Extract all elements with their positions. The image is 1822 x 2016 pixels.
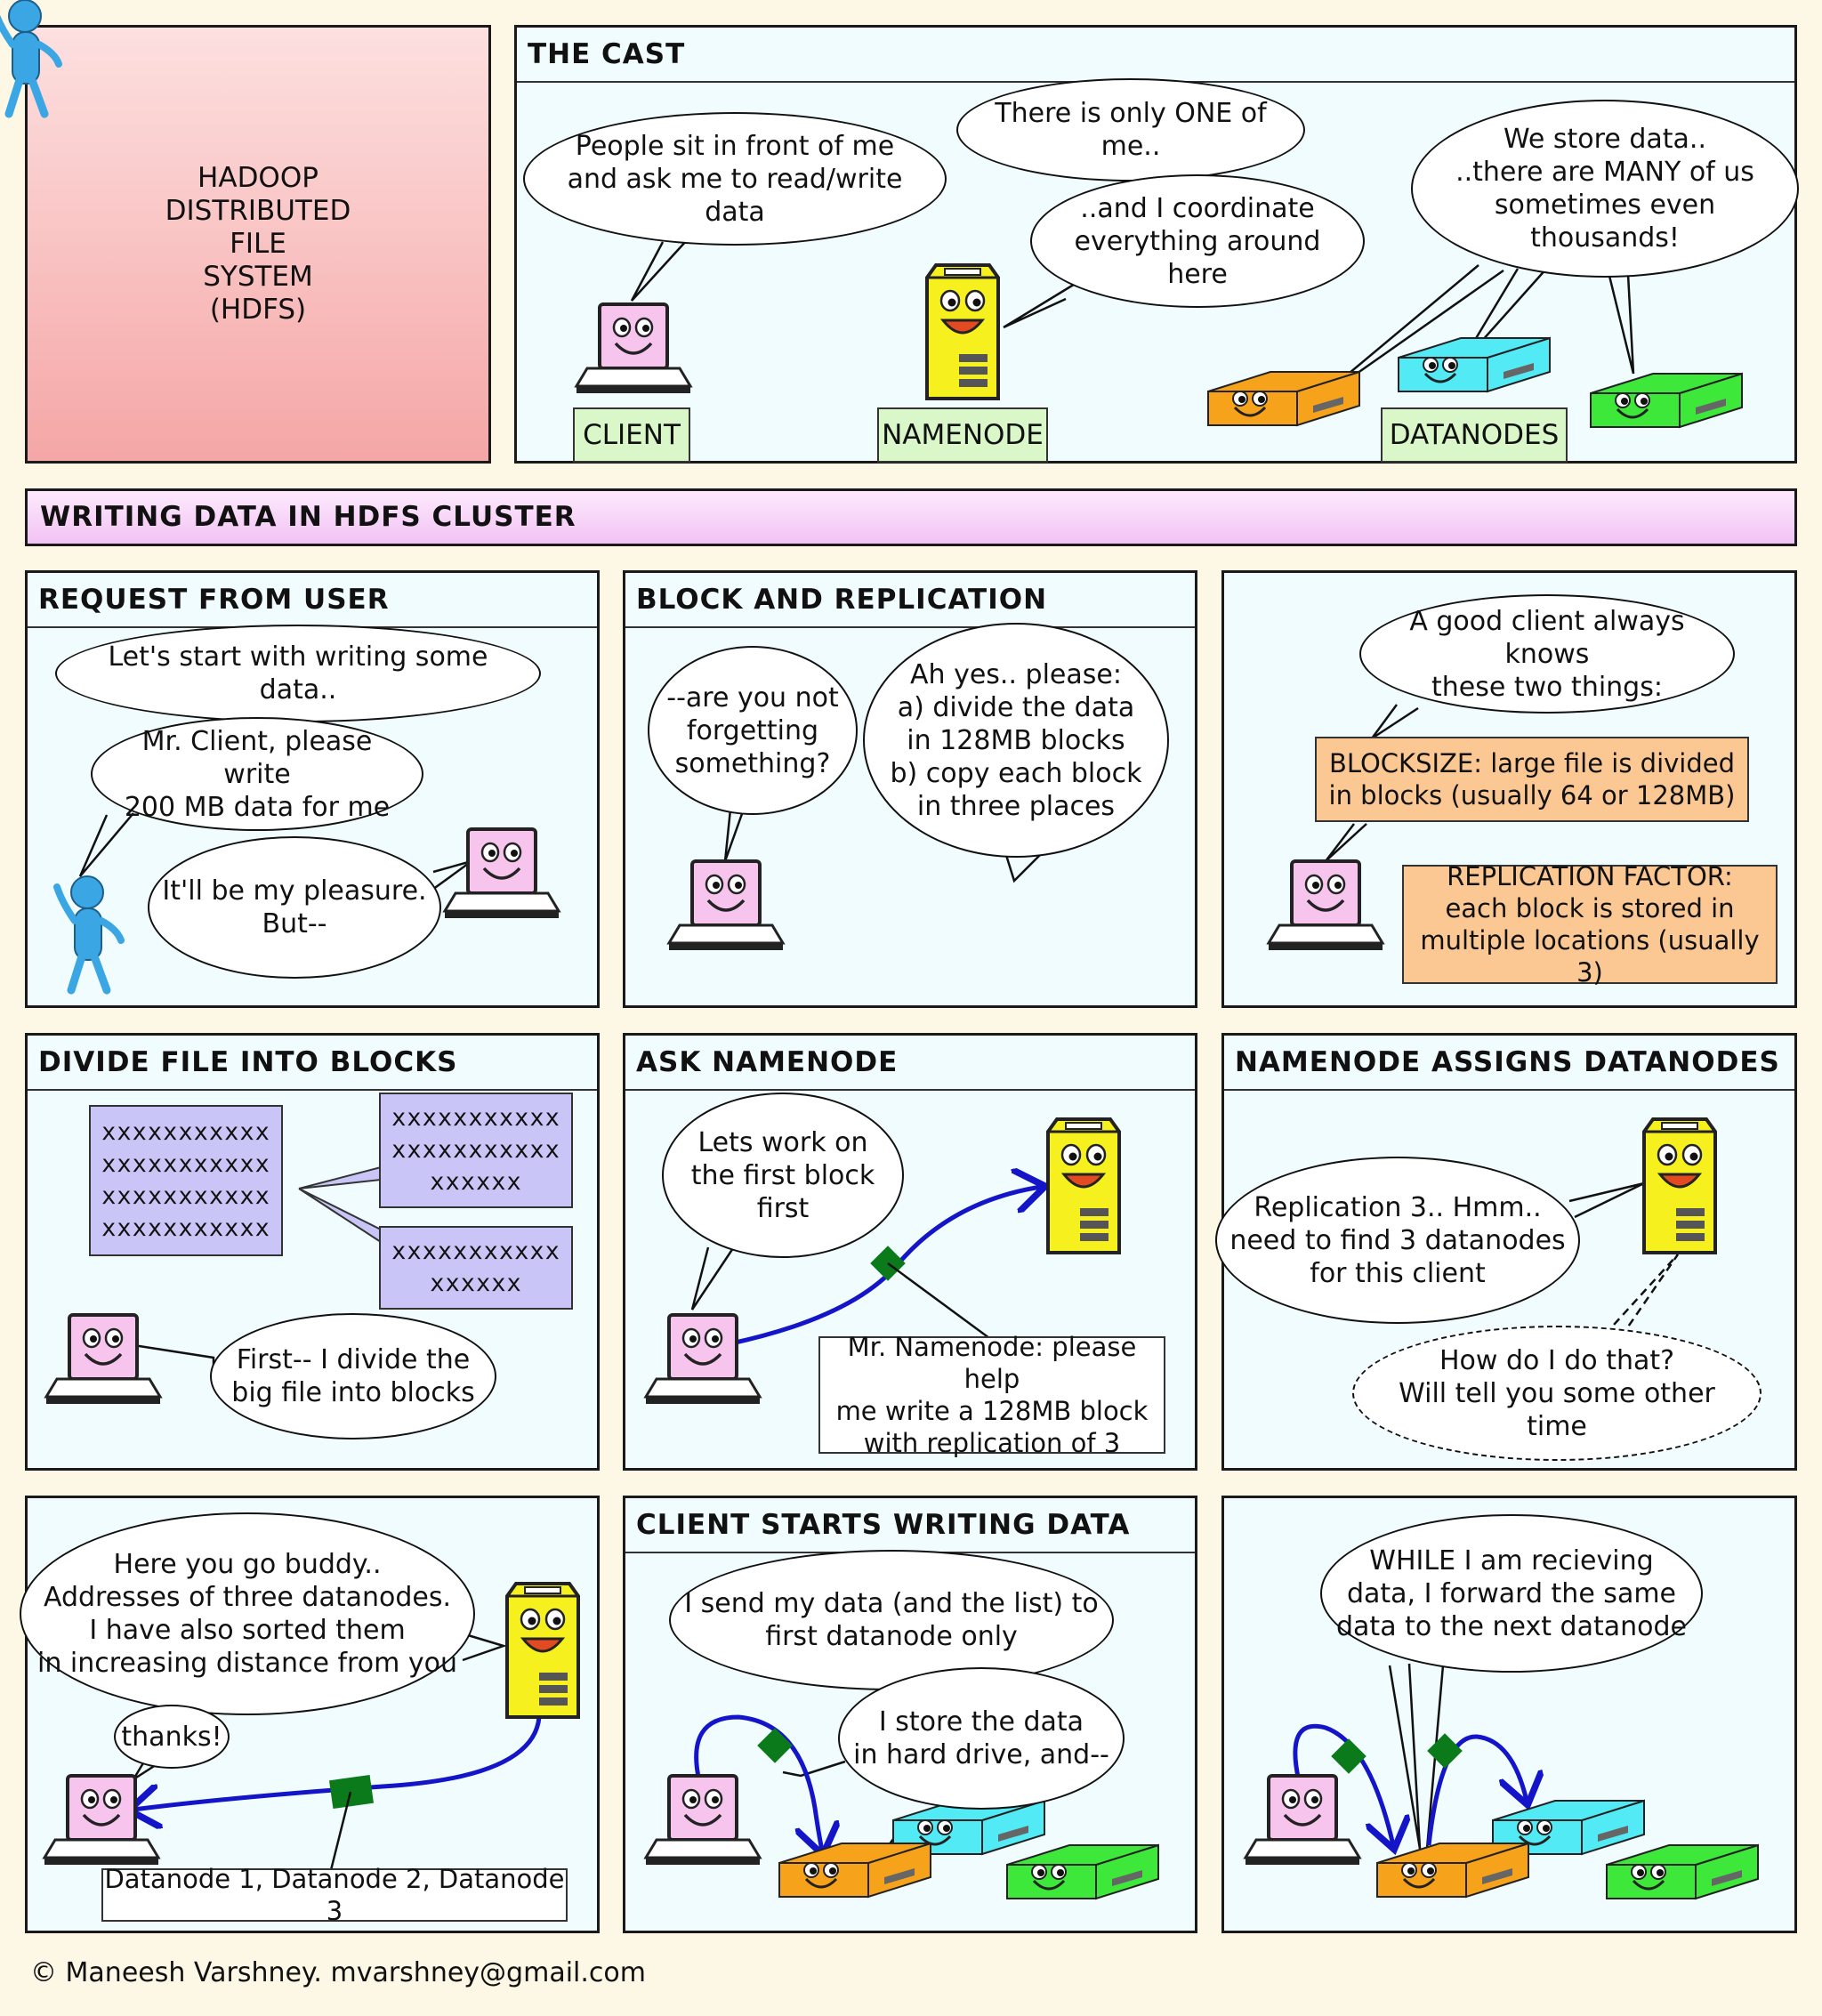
datanode-list: Datanode 1, Datanode 2, Datanode 3 — [101, 1864, 568, 1926]
client-laptop — [43, 1774, 160, 1867]
comic-title: HADOOP DISTRIBUTED FILE SYSTEM (HDFS) — [165, 162, 351, 326]
panel-heading: CLIENT STARTS WRITING DATA — [625, 1498, 1195, 1553]
datanode-orange — [778, 1842, 932, 1899]
big-file: xxxxxxxxxxx xxxxxxxxxxx xxxxxxxxxxx xxxx… — [89, 1105, 283, 1256]
datanode-orange — [1375, 1842, 1530, 1899]
client-laptop-winking — [1267, 859, 1384, 952]
datanode-speech-bubble: I store the data in hard drive, and-- — [838, 1667, 1125, 1810]
namenode-speech-bubble: Here you go buddy.. Addresses of three d… — [20, 1512, 475, 1715]
client-speech-bubble: I send my data (and the list) to first d… — [669, 1550, 1114, 1690]
client-laptop — [644, 1313, 762, 1406]
client-label: CLIENT — [573, 407, 690, 463]
title-box: HADOOP DISTRIBUTED FILE SYSTEM (HDFS) — [25, 25, 491, 464]
client-speech-bubble: First-- I divide the big file into block… — [210, 1313, 496, 1439]
replication-factor-note: REPLICATION FACTOR: each block is stored… — [1402, 861, 1778, 988]
user-figure — [0, 0, 59, 114]
client-laptop — [644, 1774, 762, 1867]
namenode-server — [925, 263, 1000, 400]
request-message: Mr. Namenode: please help me write a 128… — [818, 1332, 1165, 1458]
panel-heading: NAMENODE ASSIGNS DATANODES — [1224, 1036, 1794, 1091]
namenode-label: NAMENODE — [877, 407, 1048, 463]
datanode-speech-bubble: WHILE I am recieving data, I forward the… — [1320, 1514, 1703, 1673]
blocksize-note: BLOCKSIZE: large file is divided in bloc… — [1315, 737, 1749, 822]
datanodes-speech-bubble: We store data.. ..there are MANY of us s… — [1411, 100, 1799, 278]
ask-namenode-graphics — [690, 1187, 1041, 1346]
client-laptop — [575, 302, 692, 395]
namenode-speech-bubble: ..and I coordinate everything around her… — [1030, 174, 1365, 308]
panel-heading: ASK NAMENODE — [625, 1036, 1195, 1091]
namenode-server — [1642, 1117, 1717, 1254]
client-laptop — [443, 827, 560, 920]
panel-heading: DIVIDE FILE INTO BLOCKS — [28, 1036, 597, 1091]
namenode-speech-bubble: Replication 3.. Hmm.. need to find 3 dat… — [1215, 1157, 1580, 1324]
panel-heading: BLOCK AND REPLICATION — [625, 573, 1195, 628]
datanode-green — [1589, 372, 1744, 429]
client-speech-bubble: thanks! — [114, 1705, 230, 1769]
file-block-2: xxxxxxxxxxx xxxxxx — [379, 1226, 573, 1310]
client-speech-bubble: --are you not forgetting something? — [648, 646, 858, 815]
section-banner: WRITING DATA IN HDFS CLUSTER — [25, 488, 1797, 546]
client-speech-bubble: A good client always knows these two thi… — [1359, 594, 1735, 714]
client-speech-bubble: Lets work on the first block first — [662, 1093, 904, 1258]
copyright-footer: © Maneesh Varshney. mvarshney@gmail.com — [30, 1957, 646, 1988]
client-laptop — [44, 1313, 162, 1406]
datanode-cyan — [1397, 336, 1552, 393]
user-speech-bubble: Let's start with writing some data.. — [55, 625, 541, 722]
datanodes-label: DATANODES — [1381, 407, 1568, 463]
user-speech-bubble: Ah yes.. please: a) divide the data in 1… — [863, 623, 1169, 858]
client-laptop — [1244, 1774, 1361, 1867]
datanode-green — [1005, 1843, 1160, 1900]
panel-heading: THE CAST — [517, 28, 1794, 83]
client-speech-bubble: It'll be my pleasure. But-- — [148, 836, 441, 979]
client-speech-bubble: People sit in front of me and ask me to … — [523, 112, 947, 246]
namenode-speech-bubble: There is only ONE of me.. — [956, 78, 1305, 181]
client-laptop-thinking — [667, 859, 785, 952]
user-speech-bubble: Mr. Client, please write 200 MB data for… — [91, 717, 423, 831]
datanode-green — [1605, 1843, 1760, 1900]
user-figure — [57, 876, 121, 990]
namenode-server — [1046, 1117, 1121, 1254]
namenode-thought-bubble: How do I do that? Will tell you some oth… — [1352, 1326, 1762, 1461]
namenode-server — [505, 1582, 580, 1719]
datanode-orange — [1206, 370, 1361, 427]
file-block-1: xxxxxxxxxxx xxxxxxxxxxx xxxxxx — [379, 1093, 573, 1208]
